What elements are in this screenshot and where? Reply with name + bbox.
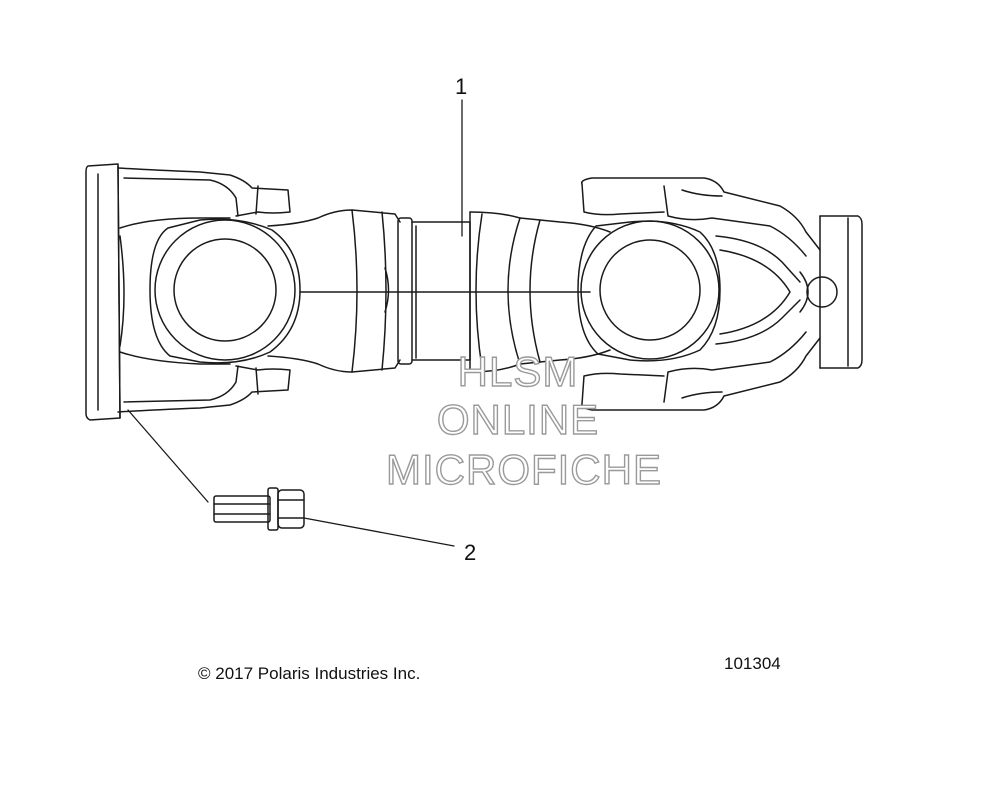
flange-bolt: [213, 487, 305, 531]
callout-1: 1: [455, 74, 467, 99]
watermark-line-3: MICROFICHE: [386, 446, 662, 493]
leader-line-2b: [303, 517, 455, 547]
watermark-line-2: ONLINE: [437, 396, 599, 443]
left-flange-yoke: [85, 163, 291, 421]
watermark-line-1: HLSM: [458, 348, 579, 395]
callout-2: 2: [464, 540, 476, 565]
copyright-text: © 2017 Polaris Industries Inc.: [198, 664, 421, 683]
right-cross-bearing: [577, 220, 721, 362]
leader-line-2a: [127, 409, 209, 503]
right-slip-yoke: [580, 177, 863, 411]
figure-number: 101304: [724, 654, 781, 673]
shaft-body: [267, 209, 611, 373]
left-cross-bearing: [149, 218, 301, 364]
watermark: HLSM ONLINE MICROFICHE: [385, 347, 662, 493]
